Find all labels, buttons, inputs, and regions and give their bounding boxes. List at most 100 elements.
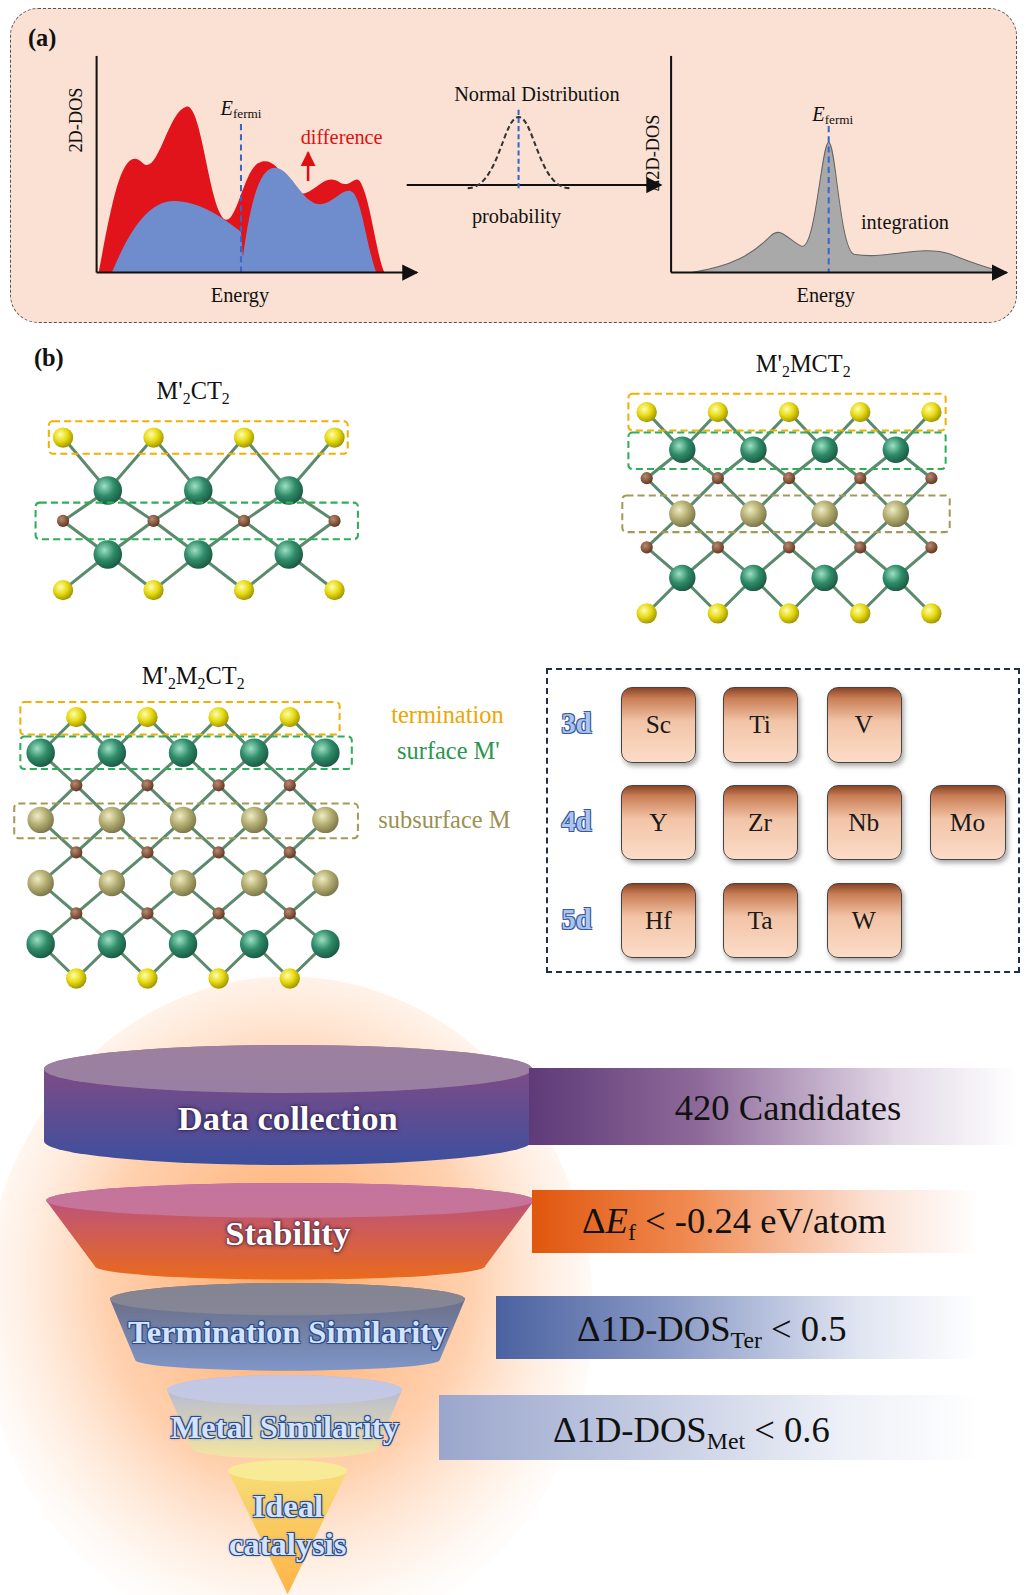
text-run: Ideal catalysis (229, 1488, 346, 1561)
axis-label: Energy (211, 283, 269, 306)
row-label: 3d (561, 708, 591, 740)
text-run: integration (861, 210, 949, 232)
element-symbol: V (855, 710, 873, 739)
element-box: Ti (723, 687, 798, 762)
text-run: M' (756, 350, 782, 377)
criterion-bar: Δ1D-DOSTer < 0.5 (496, 1296, 979, 1359)
text-run: probability (472, 204, 561, 226)
funnel-glow (0, 976, 593, 1595)
text-run: E (812, 102, 824, 124)
element-box: V (827, 687, 902, 762)
annotation: difference (301, 126, 383, 149)
text-run: Y (649, 808, 667, 836)
subscript: fermi (825, 112, 854, 127)
element-grid: 3d4d5dScTiVYZrNbMoHfTaW (546, 668, 1020, 973)
axis-label: Δ2D-DOS (642, 114, 663, 191)
text-run: Ta (748, 905, 773, 933)
dos-charts (0, 0, 1028, 330)
subscript: fermi (233, 106, 262, 121)
element-symbol: Nb (848, 808, 879, 837)
subscript: 2 (198, 675, 206, 692)
fermi-label: Efermi (812, 102, 853, 125)
element-symbol: Sc (646, 710, 671, 739)
panel-label: (b) (34, 344, 64, 372)
text-run: M (176, 662, 198, 689)
element-box: Nb (827, 785, 902, 860)
text-run: Δ1D-DOS (553, 1408, 707, 1449)
annotation: integration (861, 210, 949, 233)
text-run: W (852, 905, 876, 933)
text-run: Δ1D-DOS (577, 1307, 731, 1348)
axis-label: 2D-DOS (66, 87, 87, 152)
stage-name: Metal Similarity (170, 1408, 398, 1445)
layer-label: surface M' (397, 737, 500, 765)
text-run: (a) (28, 24, 56, 51)
element-symbol: Zr (748, 808, 772, 837)
text-run: Metal Similarity (170, 1408, 398, 1444)
criterion-text: Δ1D-DOSTer < 0.5 (577, 1306, 847, 1349)
funnel-layer: Metal Similarity (130, 1375, 439, 1458)
text-run: 2D-DOS (66, 87, 86, 152)
funnel-layer: Stability (46, 1183, 534, 1280)
layer-label: subsurface M (378, 806, 510, 834)
annotation: probability (472, 204, 561, 227)
stage-name: Ideal catalysis (198, 1488, 378, 1563)
element-symbol: Hf (645, 905, 672, 934)
stage-name: Stability (225, 1214, 350, 1253)
structure-m2ct2 (36, 421, 358, 600)
subscript: Met (707, 1427, 745, 1453)
annotation: Normal Distribution (454, 82, 619, 105)
element-box: Zr (723, 785, 798, 860)
text-run: Energy (796, 283, 854, 305)
structure-title: M'2M2CT2 (142, 662, 245, 690)
element-box: Ta (723, 883, 798, 958)
delta-dos (691, 142, 1006, 272)
text-run: Energy (211, 283, 269, 305)
text-run: < -0.24 eV/atom (636, 1200, 886, 1241)
text-run: CT (205, 662, 236, 689)
element-box: Sc (621, 687, 696, 762)
text-run: 4d (561, 806, 591, 837)
text-run: Δ2D-DOS (642, 114, 662, 191)
dos-red (98, 106, 384, 272)
text-run: < 0.6 (745, 1408, 830, 1449)
text-run: Mo (950, 808, 985, 836)
text-run: Stability (225, 1214, 350, 1252)
element-box: Y (621, 785, 696, 860)
element-symbol: Y (649, 808, 667, 837)
subscript: 2 (782, 363, 790, 380)
subscript: 2 (183, 390, 191, 407)
text-run: Hf (645, 905, 672, 933)
funnel-layer: Termination Similarity (76, 1283, 499, 1372)
text-run: CT (191, 377, 222, 404)
axis-label: Energy (796, 283, 854, 306)
element-symbol: Ti (749, 710, 771, 739)
text-run: termination (391, 701, 503, 728)
structure-m2m2ct2 (14, 702, 358, 989)
subscript: f (628, 1219, 636, 1245)
structure-title: M'2MCT2 (756, 350, 851, 378)
text-run: Data collection (178, 1099, 398, 1137)
text-run: E (220, 96, 232, 118)
text-run: < 0.5 (762, 1307, 847, 1348)
structure-m2mct2 (622, 394, 949, 624)
criterion-bar: ΔEf < -0.24 eV/atom (532, 1190, 979, 1253)
subscript: Ter (731, 1327, 762, 1353)
subscript: 2 (168, 675, 176, 692)
fermi-label: Efermi (220, 96, 261, 119)
text-run: Normal Distribution (454, 82, 619, 104)
funnel-layer: Data collection (44, 1045, 532, 1165)
criterion-bar: 420 Candidates (529, 1068, 1017, 1145)
criterion-text: Δ1D-DOSMet < 0.6 (553, 1407, 830, 1450)
structure-title: M'2CT2 (157, 377, 230, 405)
stage-name: Termination Similarity (128, 1314, 447, 1351)
panel-a: (a) (10, 8, 1017, 323)
subscript: 2 (843, 363, 851, 380)
text-run: Δ (582, 1200, 606, 1241)
text-run: MCT (790, 350, 843, 377)
text-run: M' (142, 662, 168, 689)
panel-label: (a) (28, 24, 56, 52)
text-run: 3d (561, 708, 591, 739)
text-run: V (855, 710, 873, 738)
text-run: Zr (748, 808, 772, 836)
